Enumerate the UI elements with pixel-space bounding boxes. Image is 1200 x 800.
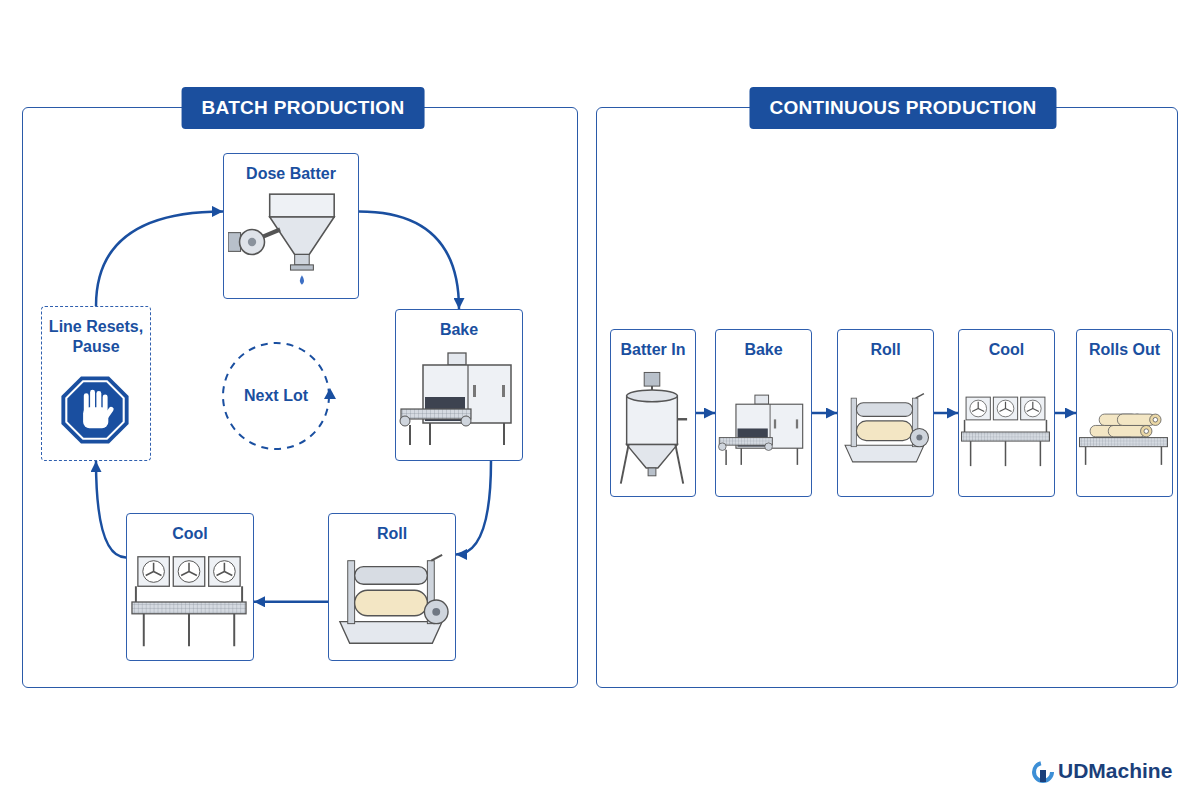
process-box: Cool — [126, 513, 254, 661]
flow-arrow — [696, 412, 715, 415]
process-box: Cool — [958, 329, 1055, 497]
cooler-icon — [132, 557, 246, 646]
node-label: Rolls Out — [1077, 330, 1172, 360]
tank-icon — [621, 372, 687, 483]
oven-icon — [719, 395, 803, 465]
hopper-icon — [228, 194, 334, 284]
node-label: Bake — [716, 330, 811, 360]
node-label: Line Resets, Pause — [42, 307, 150, 357]
node-label: Bake — [396, 310, 522, 340]
pause-box: Line Resets, Pause — [41, 306, 151, 461]
flow-arrow — [456, 461, 491, 554]
cooler-icon — [962, 397, 1050, 466]
cycle-arrowhead — [324, 388, 336, 399]
node-label: Roll — [838, 330, 933, 360]
watermark: UDMachine — [1058, 759, 1172, 783]
flow-arrow — [812, 412, 837, 415]
flow-arrow — [96, 461, 126, 557]
node-label: Roll — [329, 514, 455, 544]
node-label: Next Lot — [244, 386, 308, 406]
oven-icon — [400, 353, 511, 445]
flow-arrow — [1055, 412, 1076, 415]
batch-panel: BATCH PRODUCTIONDose BatterBakeRollCoolL… — [22, 107, 578, 688]
node-label: Batter In — [611, 330, 695, 360]
roller-icon — [845, 394, 928, 462]
flow-arrow — [254, 601, 328, 604]
node-label: Cool — [959, 330, 1054, 360]
node-label: Dose Batter — [224, 154, 358, 184]
process-box: Bake — [715, 329, 812, 497]
node-label: Cool — [127, 514, 253, 544]
process-box: Roll — [328, 513, 456, 661]
panel-heading: BATCH PRODUCTION — [182, 87, 425, 129]
process-box: Roll — [837, 329, 934, 497]
logo-gear — [1034, 763, 1052, 782]
process-box: Dose Batter — [223, 153, 359, 299]
flow-arrow — [96, 211, 223, 306]
process-box: Batter In — [610, 329, 696, 497]
rolls-icon — [1080, 414, 1168, 465]
roller-icon — [340, 555, 448, 644]
cycle-circle: Next Lot — [221, 341, 331, 451]
circle-outline — [223, 343, 329, 449]
stop-icon — [61, 376, 128, 443]
process-box: Bake — [395, 309, 523, 461]
flow-arrow — [934, 412, 958, 415]
flow-arrow — [359, 211, 459, 309]
panel-heading: CONTINUOUS PRODUCTION — [749, 87, 1056, 129]
continuous-panel: CONTINUOUS PRODUCTIONBatter InBakeRollCo… — [596, 107, 1178, 688]
process-box: Rolls Out — [1076, 329, 1173, 497]
